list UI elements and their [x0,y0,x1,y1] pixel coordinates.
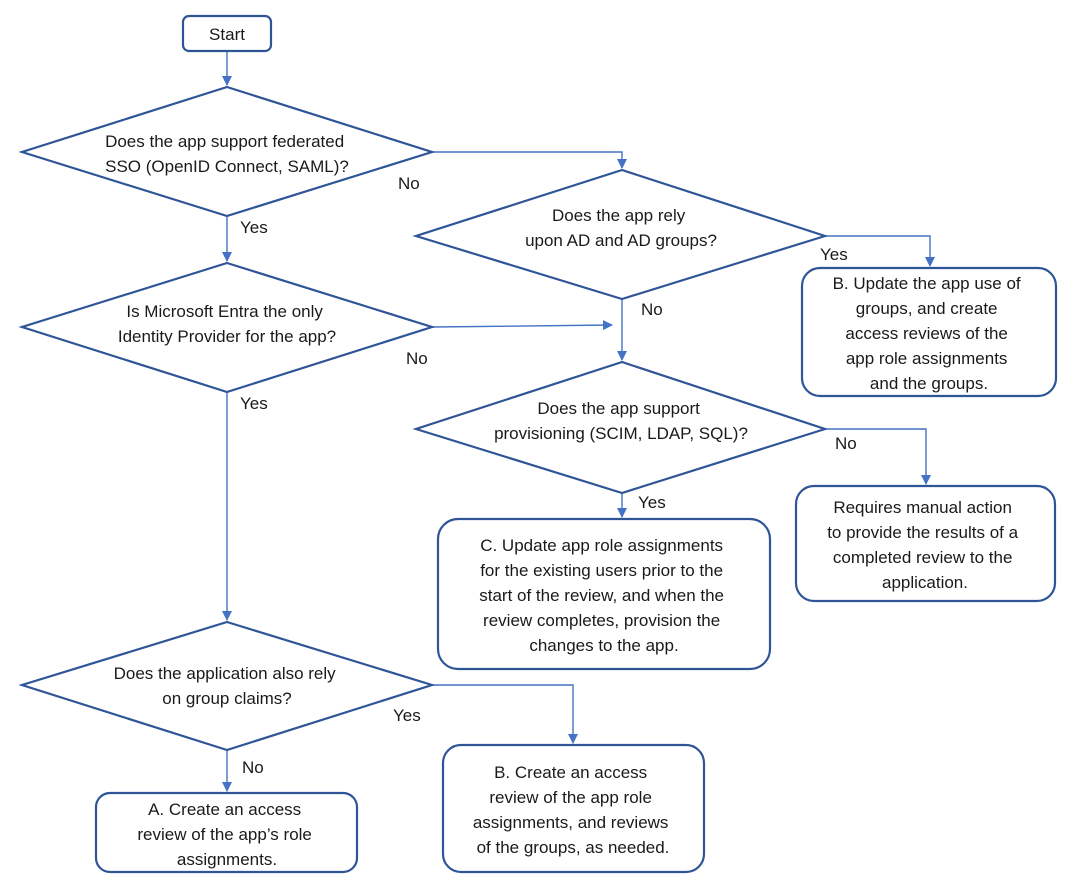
a-create-review-outcome-line-3: assignments. [177,850,277,869]
b-create-review-outcome-line-2: review of the app role [489,788,652,807]
provisioning-question: Does the app support provisioning (SCIM,… [494,399,748,443]
federated-sso-question: Does the app support federated SSO (Open… [105,132,349,176]
update-assignments-outcome-line-4: review completes, provision the [483,611,720,630]
outcome-a-create-review [94,791,359,874]
ad-yes-label: Yes [820,245,848,264]
b-create-review-outcome-line-3: assignments, and reviews [473,813,669,832]
ad-groups-question-line-2: upon AD and AD groups? [525,231,717,250]
decision-provisioning [412,360,829,495]
decision-entra-only-idp [18,261,436,394]
manual-action-outcome-line-1: Requires manual action [833,498,1012,517]
entra-yes-label: Yes [240,394,268,413]
b-create-review-outcome-line-4: of the groups, as needed. [477,838,670,857]
connector-claims-yes [432,684,578,744]
start-label-line-1: Start [209,25,245,44]
a-create-review-outcome-line-2: review of the app’s role [137,825,312,844]
claims-no-label: No [242,758,264,777]
update-assignments-outcome-line-1: C. Update app role assignments [480,536,723,555]
outcome-c-update-assignments [436,517,772,671]
manual-action-outcome-line-2: to provide the results of a [827,523,1018,542]
update-assignments-outcome-line-3: start of the review, and when the [479,586,724,605]
decision-federated-sso [18,85,436,218]
manual-action-outcome-line-3: completed review to the [833,548,1013,567]
decision-ad-groups [412,168,829,301]
provisioning-question-line-1: Does the app support [537,399,700,418]
sso-no-label: No [398,174,420,193]
decision-group-claims [18,620,436,752]
update-groups-outcome-line-4: app role assignments [846,349,1008,368]
entra-no-label: No [406,349,428,368]
ad-groups-question: Does the app rely upon AD and AD groups? [525,206,717,250]
update-groups-outcome-line-5: and the groups. [870,374,988,393]
connectors [222,52,935,792]
b-create-review-outcome-line-1: B. Create an access [494,763,647,782]
ad-no-label: No [641,300,663,319]
group-claims-question-line-2: on group claims? [162,689,291,708]
update-assignments-outcome-text: C. Update app role assignments for the e… [479,536,729,655]
update-assignments-outcome-line-5: changes to the app. [529,636,678,655]
b-create-review-outcome-text: B. Create an access review of the app ro… [473,763,673,857]
prov-yes-label: Yes [638,493,666,512]
sso-yes-label: Yes [240,218,268,237]
a-create-review-outcome-line-1: A. Create an access [148,800,301,819]
ad-groups-question-line-1: Does the app rely [552,206,686,225]
federated-sso-question-line-1: Does the app support federated [105,132,344,151]
edge-labels: No Yes Yes No No Yes No Yes Yes No [240,174,857,777]
start-label: Start [209,25,245,44]
manual-action-outcome-text: Requires manual action to provide the re… [827,498,1023,592]
update-groups-outcome-text: B. Update the app use of groups, and cre… [833,274,1026,393]
entra-only-idp-question: Is Microsoft Entra the only Identity Pro… [118,302,336,346]
start-node [181,14,273,53]
update-assignments-outcome-line-2: for the existing users prior to the [480,561,723,580]
shapes [18,14,1058,874]
federated-sso-question-line-2: SSO (OpenID Connect, SAML)? [105,157,349,176]
claims-yes-label: Yes [393,706,421,725]
connector-ad-yes [825,235,935,267]
entra-only-idp-question-line-2: Identity Provider for the app? [118,327,336,346]
update-groups-outcome-line-3: access reviews of the [845,324,1008,343]
node-labels: Start Does the app support federated SSO… [105,25,1026,869]
connector-sso-no [432,151,627,169]
connector-entra-no [431,320,613,331]
group-claims-question: Does the application also rely on group … [114,664,341,708]
update-groups-outcome-line-1: B. Update the app use of [833,274,1021,293]
manual-action-outcome-line-4: application. [882,573,968,592]
outcome-b-create-review [441,743,706,874]
outcome-b-update-groups [800,266,1058,398]
entra-only-idp-question-line-1: Is Microsoft Entra the only [126,302,323,321]
provisioning-question-line-2: provisioning (SCIM, LDAP, SQL)? [494,424,748,443]
outcome-manual-action [794,484,1057,603]
connector-prov-no [825,428,931,485]
a-create-review-outcome-text: A. Create an access review of the app’s … [137,800,316,869]
prov-no-label: No [835,434,857,453]
update-groups-outcome-line-2: groups, and create [856,299,998,318]
group-claims-question-line-1: Does the application also rely [114,664,337,683]
